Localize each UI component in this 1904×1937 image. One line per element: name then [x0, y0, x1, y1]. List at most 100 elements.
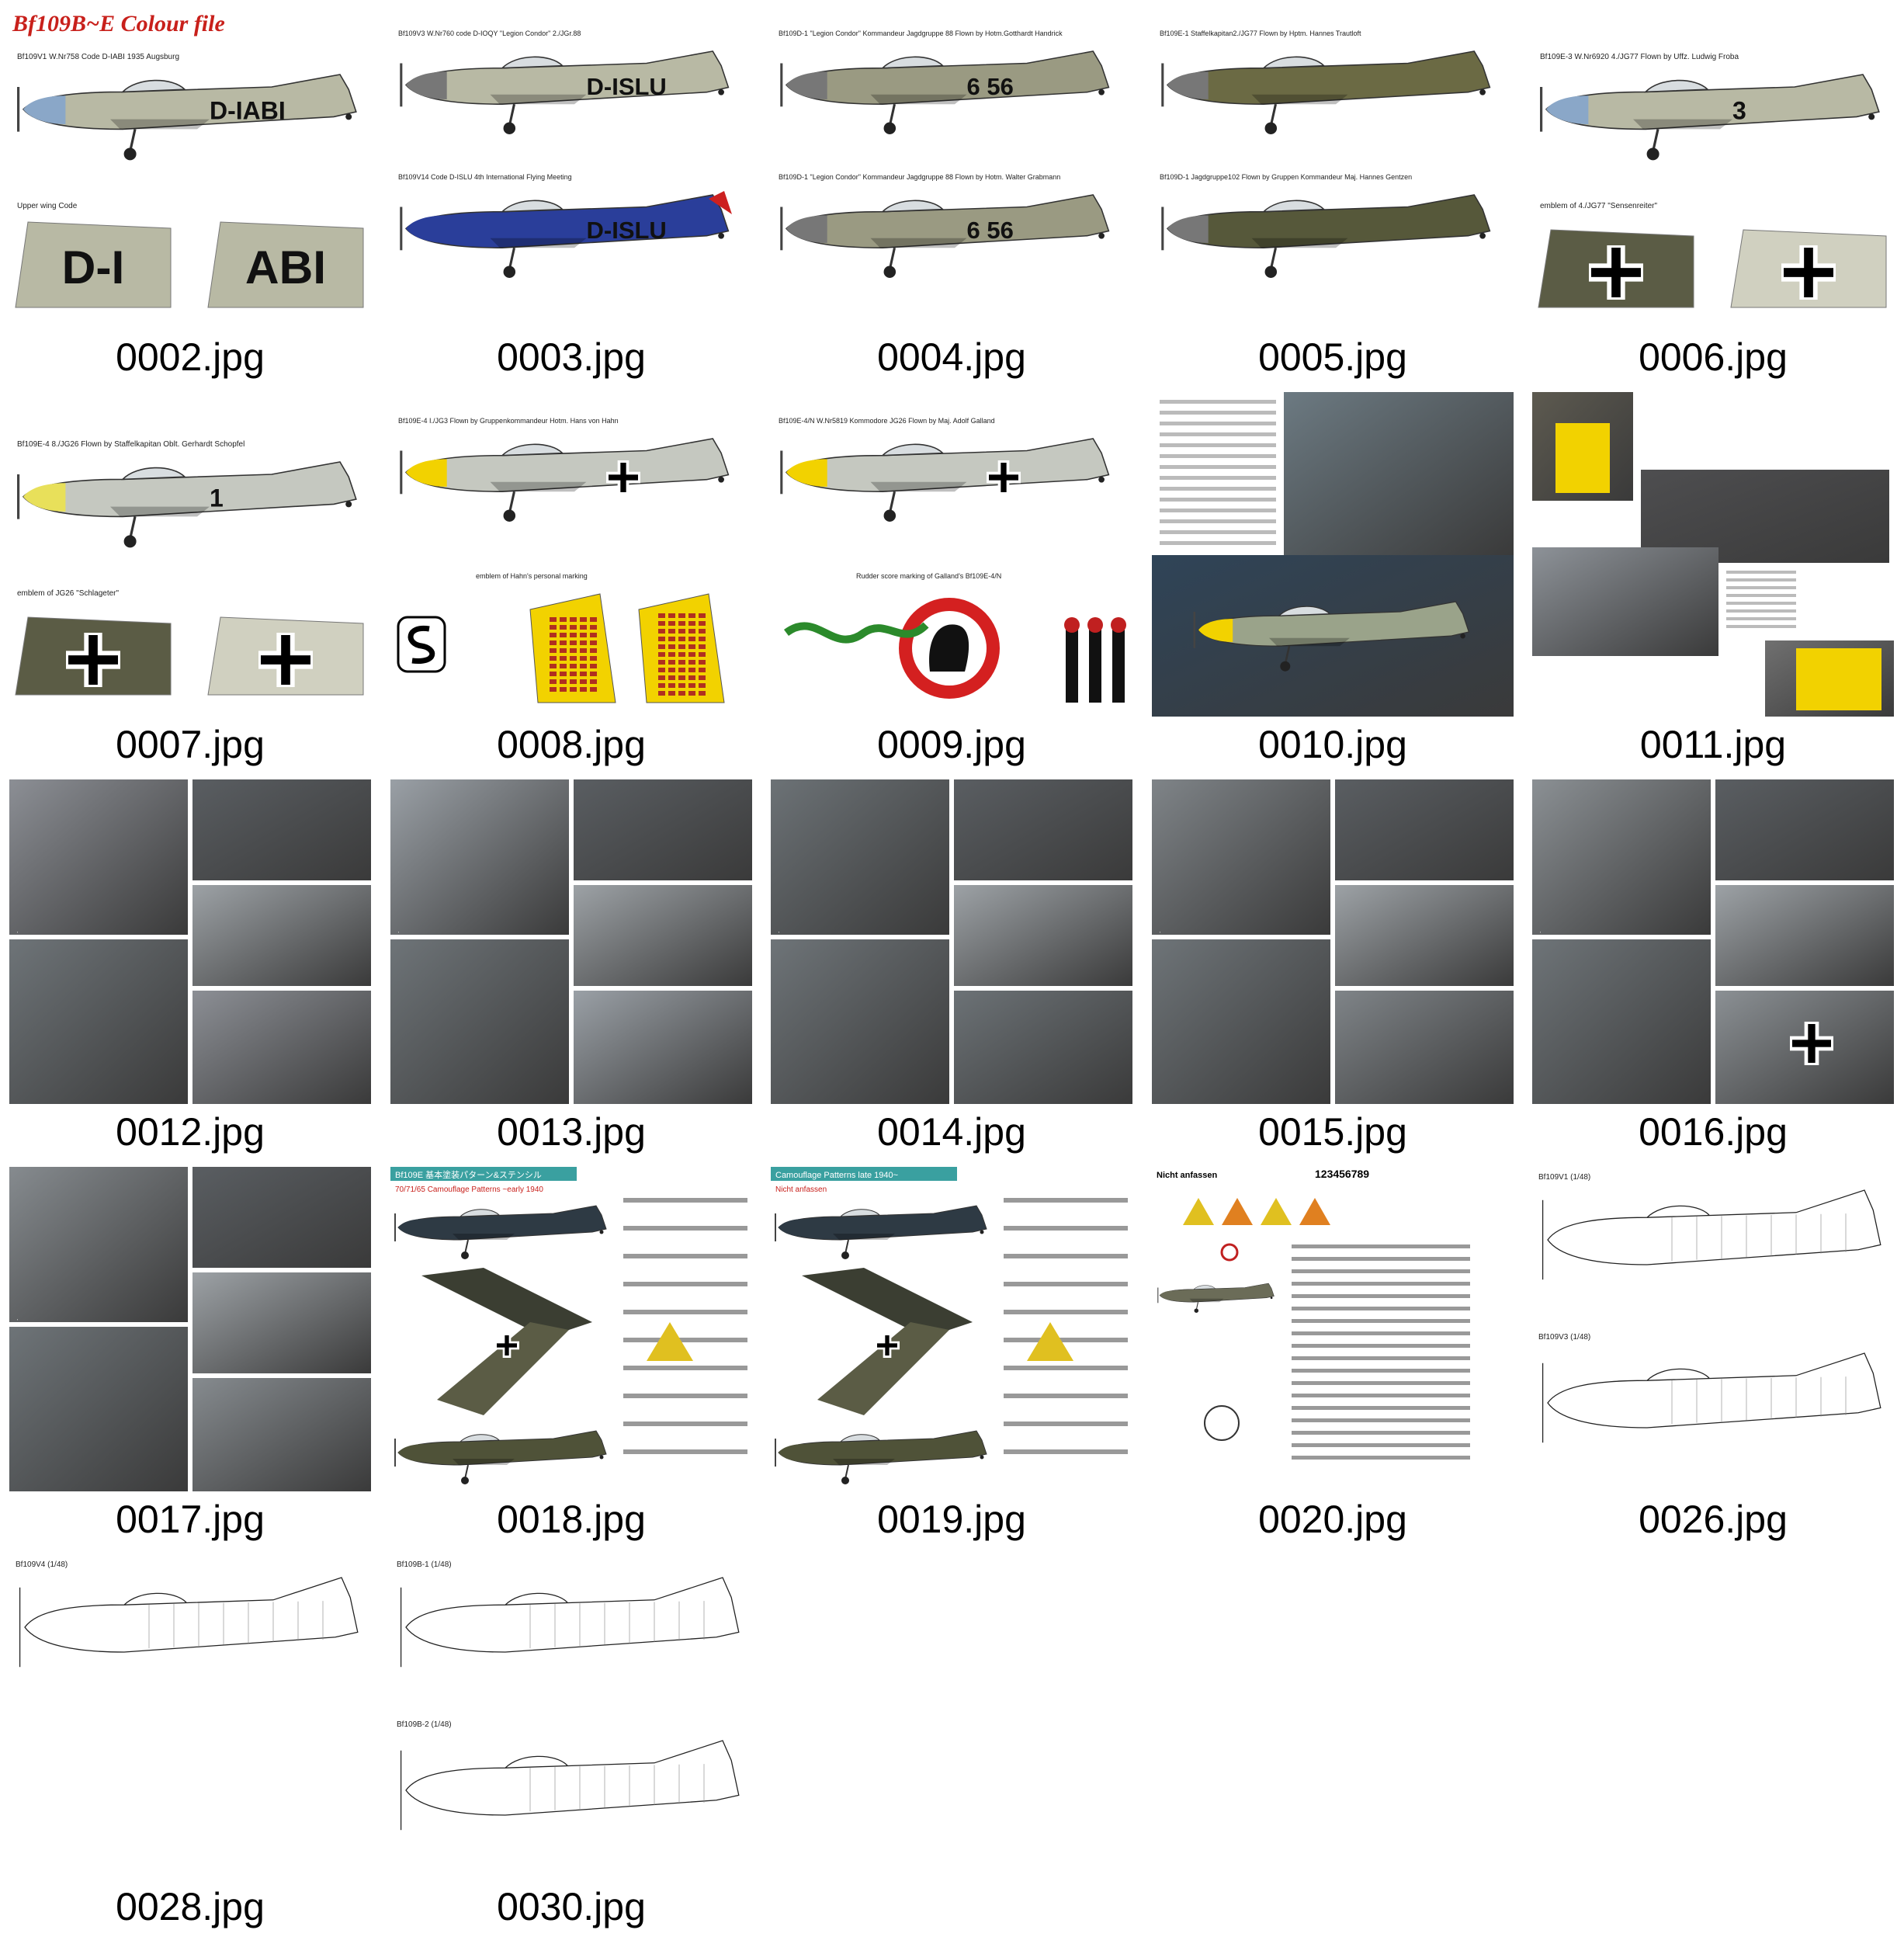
thumbnail-image[interactable]: Bf109E-4 8./JG26 Flown by Staffelkapitan…: [9, 392, 371, 717]
file-name-label[interactable]: 0012.jpg: [116, 1110, 265, 1154]
file-thumbnail[interactable]: 0016.jpg: [1523, 775, 1903, 1161]
balkenkreuz-icon: [494, 1333, 519, 1358]
aircraft-profile: D-ISLU: [400, 50, 730, 134]
file-name-label[interactable]: 0020.jpg: [1258, 1498, 1407, 1541]
drawing-caption: Bf109B-1 (1/48): [397, 1560, 452, 1569]
file-thumbnail[interactable]: Bf109B-1 (1/48)Bf109B-2 (1/48) 0030.jpg: [381, 1550, 761, 1936]
file-name-label[interactable]: 0018.jpg: [497, 1498, 646, 1541]
file-name-label[interactable]: 0009.jpg: [877, 723, 1026, 766]
tatzelwurm-emblem-icon: [784, 622, 929, 644]
thumbnail-image[interactable]: Bf109E-4/N W.Nr5819 Kommodore JG26 Flown…: [771, 392, 1132, 717]
thumbnail-image[interactable]: [390, 779, 752, 1104]
thumbnail-image[interactable]: Bf109V1 (1/48)Bf109V3 (1/48): [1532, 1167, 1894, 1491]
file-thumbnail[interactable]: 0017.jpg: [0, 1162, 380, 1549]
thumbnail-image[interactable]: [1152, 779, 1514, 1104]
file-name-label[interactable]: 0028.jpg: [116, 1885, 265, 1928]
aircraft-profile: 1: [16, 461, 357, 548]
file-thumbnail[interactable]: Bf109V1 (1/48)Bf109V3 (1/48) 0026.jpg: [1523, 1162, 1903, 1549]
file-name-label[interactable]: 0010.jpg: [1258, 723, 1407, 766]
profile-caption: Bf109D-1 "Legion Condor" Kommandeur Jagd…: [779, 30, 1063, 37]
line-drawing: [1542, 1189, 1881, 1280]
thumbnail-image[interactable]: [9, 1167, 371, 1491]
photo: [574, 991, 752, 1104]
file-thumbnail[interactable]: 0014.jpg: [761, 775, 1142, 1161]
drawing-caption-2: Bf109V3 (1/48): [1538, 1333, 1590, 1342]
file-name-label[interactable]: 0013.jpg: [497, 1110, 646, 1154]
file-thumbnail[interactable]: 0010.jpg: [1143, 387, 1523, 774]
file-thumbnail[interactable]: 0012.jpg: [0, 775, 380, 1161]
aircraft-code: 6 56: [967, 73, 1014, 100]
thumbnail-image[interactable]: Camouflage Patterns late 1940~Nicht anfa…: [771, 1167, 1132, 1491]
thumbnail-image[interactable]: Bf109D-1 "Legion Condor" Kommandeur Jagd…: [771, 5, 1132, 329]
file-name-label[interactable]: 0011.jpg: [1639, 723, 1787, 766]
file-thumbnail[interactable]: Bf109E-3 W.Nr6920 4./JG77 Flown by Uffz.…: [1523, 0, 1903, 387]
file-name-label[interactable]: 0015.jpg: [1258, 1110, 1407, 1154]
file-name-label[interactable]: 0016.jpg: [1639, 1110, 1788, 1154]
photo: [192, 991, 371, 1104]
stencil-heading: Nicht anfassen: [1157, 1171, 1218, 1180]
photo: [771, 779, 949, 935]
thumbnail-image[interactable]: Bf109V4 (1/48): [9, 1554, 371, 1879]
profile-caption: Bf109E-3 W.Nr6920 4./JG77 Flown by Uffz.…: [1540, 53, 1739, 61]
profile-caption-2: Bf109V14 Code D-ISLU 4th International F…: [398, 173, 572, 181]
file-name-label[interactable]: 0017.jpg: [116, 1498, 265, 1541]
thumbnail-image[interactable]: [1532, 779, 1894, 1104]
file-name-label[interactable]: 0004.jpg: [877, 335, 1026, 379]
line-drawing: [400, 1740, 740, 1831]
file-thumbnail[interactable]: Bf109V4 (1/48) 0028.jpg: [0, 1550, 380, 1936]
file-thumbnail[interactable]: Bf109D-1 "Legion Condor" Kommandeur Jagd…: [761, 0, 1142, 387]
file-thumbnail[interactable]: 0011.jpg: [1523, 387, 1903, 774]
file-thumbnail[interactable]: Bf109E-1 Staffelkapitan2./JG77 Flown by …: [1143, 0, 1523, 387]
photo: [390, 779, 569, 935]
aircraft-code: 3: [1732, 97, 1746, 125]
photo: [574, 885, 752, 986]
thumbnail-image[interactable]: [1532, 392, 1894, 717]
camo-subheading: Nicht anfassen: [775, 1185, 827, 1194]
thumbnail-image[interactable]: Bf109E-4 I./JG3 Flown by Gruppenkommande…: [390, 392, 752, 717]
file-name-label[interactable]: 0003.jpg: [497, 335, 646, 379]
file-thumbnail[interactable]: Bf109E-4/N W.Nr5819 Kommodore JG26 Flown…: [761, 387, 1142, 774]
camo-subheading: 70/71/65 Camouflage Patterns ~early 1940: [395, 1185, 543, 1194]
file-thumbnail[interactable]: Bf109E-4 I./JG3 Flown by Gruppenkommande…: [381, 387, 761, 774]
photo: [574, 779, 752, 880]
file-thumbnail[interactable]: Bf109V3 W.Nr760 code D-IOQY "Legion Cond…: [381, 0, 761, 387]
file-name-label[interactable]: 0008.jpg: [497, 723, 646, 766]
profile-subcaption: Upper wing Code: [17, 202, 78, 210]
file-thumbnail[interactable]: Bf109E-4 8./JG26 Flown by Staffelkapitan…: [0, 387, 380, 774]
thumbnail-image[interactable]: Bf109V3 W.Nr760 code D-IOQY "Legion Cond…: [390, 5, 752, 329]
thumbnail-image[interactable]: [9, 779, 371, 1104]
profile-caption: Bf109E-1 Staffelkapitan2./JG77 Flown by …: [1160, 30, 1361, 37]
thumbnail-image[interactable]: Bf109E-3 W.Nr6920 4./JG77 Flown by Uffz.…: [1532, 5, 1894, 329]
file-name-label[interactable]: 0014.jpg: [877, 1110, 1026, 1154]
photo: [192, 1378, 371, 1491]
thumbnail-image[interactable]: Bf109E-1 Staffelkapitan2./JG77 Flown by …: [1152, 5, 1514, 329]
balkenkreuz-icon: [66, 633, 120, 687]
file-name-label[interactable]: 0019.jpg: [877, 1498, 1026, 1541]
file-thumbnail[interactable]: Camouflage Patterns late 1940~Nicht anfa…: [761, 1162, 1142, 1549]
file-name-label[interactable]: 0006.jpg: [1639, 335, 1788, 379]
file-thumbnail[interactable]: 0013.jpg: [381, 775, 761, 1161]
photo: [192, 1272, 371, 1373]
file-name-label[interactable]: 0005.jpg: [1258, 335, 1407, 379]
file-name-label[interactable]: 0002.jpg: [116, 335, 265, 379]
photo: [954, 779, 1132, 880]
file-name-label[interactable]: 0030.jpg: [497, 1885, 646, 1928]
thumbnail-image[interactable]: [1152, 392, 1514, 717]
aircraft-profile: [394, 1430, 607, 1484]
thumbnail-image[interactable]: [771, 779, 1132, 1104]
line-drawing: [400, 1577, 740, 1668]
aircraft-code: 6 56: [967, 217, 1014, 244]
file-name-label[interactable]: 0026.jpg: [1639, 1498, 1788, 1541]
file-thumbnail[interactable]: 0015.jpg: [1143, 775, 1523, 1161]
balkenkreuz-icon: [1589, 245, 1643, 300]
file-name-label[interactable]: 0007.jpg: [116, 723, 265, 766]
wing-code: D-I: [62, 241, 125, 293]
aircraft-profile: [775, 1430, 987, 1484]
thumbnail-image[interactable]: Bf109B-1 (1/48)Bf109B-2 (1/48): [390, 1554, 752, 1879]
